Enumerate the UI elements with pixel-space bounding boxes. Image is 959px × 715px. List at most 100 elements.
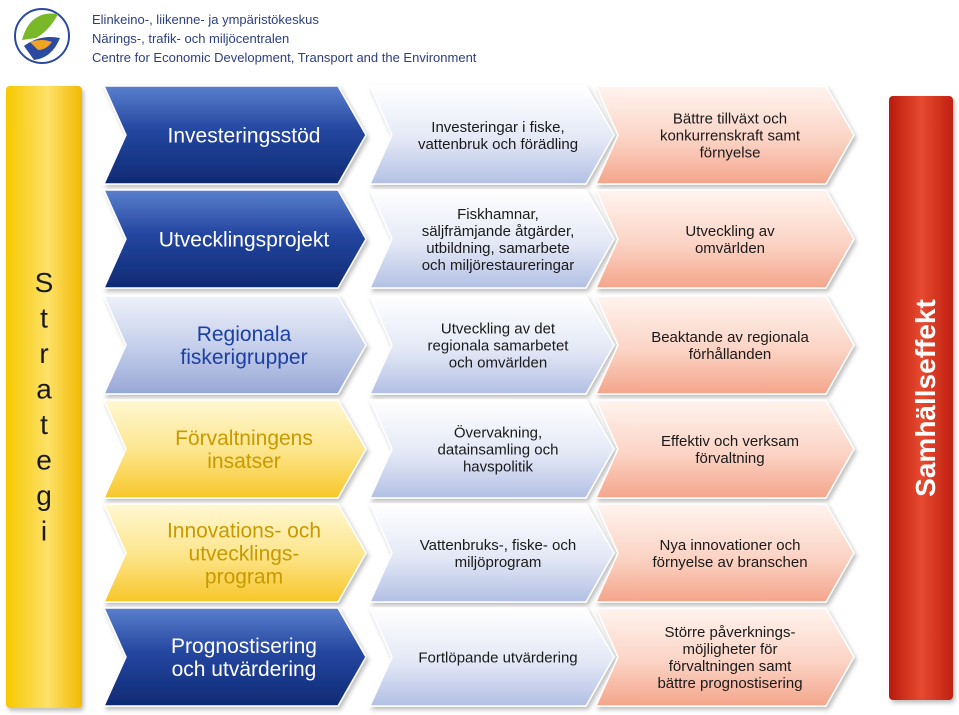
row: FörvaltningensinsatserÖvervakning,datain… bbox=[102, 399, 855, 499]
side-left-letter: t bbox=[40, 409, 48, 440]
box-text-line: Förvaltningens bbox=[175, 427, 313, 450]
rows: Investeringsstöd Investeringar i fiske,va… bbox=[102, 85, 855, 707]
strategy-chevron bbox=[102, 189, 367, 289]
effect-chevron bbox=[594, 295, 855, 395]
action-chevron bbox=[368, 399, 615, 499]
side-left-letter: r bbox=[39, 338, 48, 369]
strategy-box: Utvecklingsprojekt bbox=[102, 189, 367, 289]
box-text-line: förvaltning bbox=[695, 450, 764, 467]
box-text-line: och miljörestaureringar bbox=[422, 257, 575, 274]
side-right-pillar: Samhällseffekt bbox=[889, 96, 953, 700]
box-text-line: förnyelse bbox=[700, 144, 761, 161]
logo bbox=[14, 8, 70, 64]
box-text-line: fiskerigrupper bbox=[180, 346, 307, 369]
strategy-chevron bbox=[102, 295, 367, 395]
row: Investeringsstöd Investeringar i fiske,va… bbox=[102, 85, 855, 185]
box-text-line: Större påverknings- bbox=[665, 624, 796, 641]
box-text-line: omvärlden bbox=[695, 240, 765, 257]
effect-chevron bbox=[594, 503, 855, 603]
box-text-line: Utvecklingsprojekt bbox=[159, 228, 330, 251]
box-text-line: insatser bbox=[207, 450, 281, 473]
action-box: Fortlöpande utvärdering bbox=[368, 607, 615, 707]
side-left-letter: g bbox=[36, 480, 52, 511]
box-text-line: förnyelse av branschen bbox=[652, 554, 807, 571]
box-text-line: förvaltningen samt bbox=[669, 658, 792, 675]
box-text-line: Effektiv och verksam bbox=[661, 433, 799, 450]
box-text-line: Fiskhamnar, bbox=[457, 206, 539, 223]
box-text-line: regionala samarbetet bbox=[428, 337, 570, 354]
side-left-letter: S bbox=[35, 267, 54, 298]
box-text-line: Prognostisering bbox=[171, 635, 317, 658]
box-text-line: Utveckling av bbox=[685, 223, 775, 240]
box-text-line: säljfrämjande åtgärder, bbox=[422, 223, 575, 240]
side-left-letter: t bbox=[40, 303, 48, 334]
action-chevron bbox=[368, 295, 615, 395]
action-chevron bbox=[368, 189, 615, 289]
effect-chevron bbox=[594, 607, 855, 707]
box-text-line: Utveckling av det bbox=[441, 320, 556, 337]
box-text-line: förhållanden bbox=[689, 346, 772, 363]
logo-leaf-icon bbox=[22, 13, 58, 40]
side-left-letter: e bbox=[36, 445, 52, 476]
box-text-line: datainsamling och bbox=[438, 441, 559, 458]
org-name-line: Elinkeino-, liikenne- ja ympäristökeskus bbox=[92, 12, 319, 27]
strategy-chevron bbox=[102, 607, 367, 707]
strategy-chevron bbox=[102, 85, 367, 185]
row: Utvecklingsprojekt Fiskhamnar,säljfrämjan… bbox=[102, 189, 855, 289]
box-text-line: Investeringsstöd bbox=[168, 124, 321, 147]
org-name-line: Centre for Economic Development, Transpo… bbox=[92, 50, 477, 65]
box-text-line: konkurrenskraft samt bbox=[660, 127, 801, 144]
box-text-line: och utvärdering bbox=[172, 658, 317, 681]
strategy-box: Investeringsstöd bbox=[102, 85, 367, 185]
org-name-line: Närings-, trafik- och miljöcentralen bbox=[92, 31, 289, 46]
box-text-line: Regionala bbox=[197, 323, 292, 346]
action-chevron bbox=[368, 607, 615, 707]
effect-chevron bbox=[594, 399, 855, 499]
box-text-line: program bbox=[205, 565, 283, 588]
action-chevron bbox=[368, 85, 615, 185]
box-text-line: vattenbruk och förädling bbox=[418, 136, 578, 153]
row: Innovations- ochutvecklings-programVatte… bbox=[102, 503, 855, 603]
side-right-label: Samhällseffekt bbox=[910, 299, 941, 497]
box-text-line: Innovations- och bbox=[167, 519, 321, 542]
box-text-line: utvecklings- bbox=[189, 542, 300, 565]
box-text-line: och omvärlden bbox=[449, 354, 547, 371]
action-box: Fiskhamnar,säljfrämjande åtgärder,utbild… bbox=[368, 189, 615, 289]
box-text-line: bättre prognostisering bbox=[657, 675, 802, 692]
box-text-line: utbildning, samarbete bbox=[426, 240, 569, 257]
strategy-chevron bbox=[102, 503, 367, 603]
effect-chevron bbox=[594, 189, 855, 289]
action-box: Investeringar i fiske,vattenbruk och för… bbox=[368, 85, 615, 185]
effect-chevron bbox=[594, 85, 855, 185]
box-text-line: möjligheter för bbox=[682, 641, 777, 658]
box-text-line: Övervakning, bbox=[454, 423, 542, 441]
box-text-line: Bättre tillväxt och bbox=[673, 110, 787, 127]
side-left-letter: a bbox=[36, 374, 52, 405]
action-chevron bbox=[368, 503, 615, 603]
box-text-line: Beaktande av regionala bbox=[651, 329, 809, 346]
strategy-chevron bbox=[102, 399, 367, 499]
box-text-line: miljöprogram bbox=[455, 554, 542, 571]
logo-sun-icon bbox=[30, 40, 52, 50]
side-left-letter: i bbox=[41, 516, 47, 547]
effect-box: Större påverknings-möjligheter förförval… bbox=[594, 607, 855, 707]
box-text-line: Investeringar i fiske, bbox=[431, 119, 564, 136]
box-text-line: Vattenbruks-, fiske- och bbox=[420, 537, 576, 554]
box-text-line: Nya innovationer och bbox=[660, 537, 801, 554]
box-text-line: havspolitik bbox=[463, 458, 534, 475]
